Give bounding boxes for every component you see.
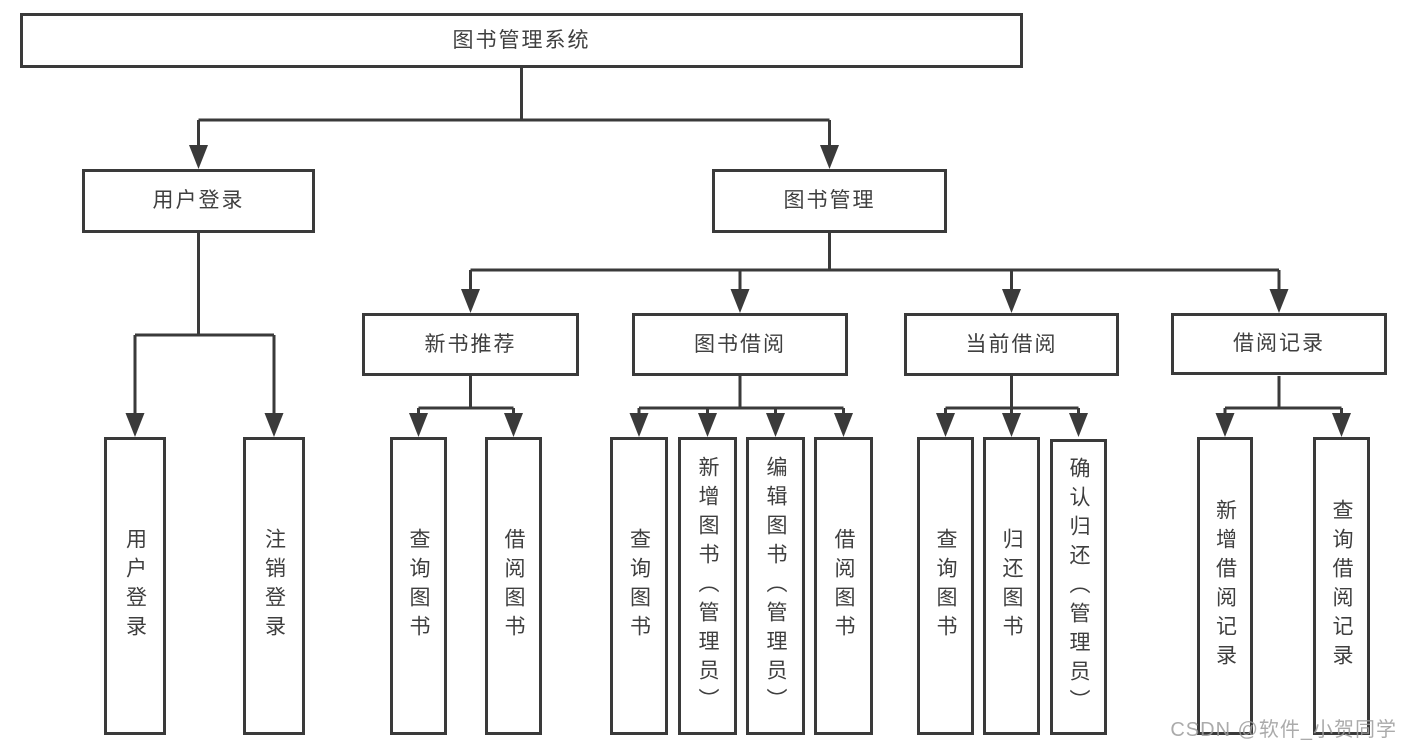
node-user-login: 用户登录 — [82, 169, 315, 233]
node-current-borrow: 当前借阅 — [904, 313, 1119, 376]
node-borrow-records: 借阅记录 — [1171, 313, 1387, 375]
node-leaf-add-books-admin: 新增图书（管理员） — [678, 437, 737, 735]
node-library-management-system: 图书管理系统 — [20, 13, 1023, 68]
node-leaf-user-login: 用户登录 — [104, 437, 166, 735]
csdn-watermark: CSDN @软件_小贺同学 — [1170, 719, 1397, 741]
node-leaf-edit-books-admin: 编辑图书（管理员） — [746, 437, 805, 735]
node-new-book-recommend: 新书推荐 — [362, 313, 579, 376]
node-leaf-query-books-3: 查询图书 — [917, 437, 974, 735]
node-leaf-borrow-books-1: 借阅图书 — [485, 437, 542, 735]
node-book-management: 图书管理 — [712, 169, 947, 233]
node-leaf-borrow-books-2: 借阅图书 — [814, 437, 873, 735]
node-book-borrow: 图书借阅 — [632, 313, 848, 376]
node-leaf-query-books-1: 查询图书 — [390, 437, 447, 735]
node-leaf-return-books: 归还图书 — [983, 437, 1040, 735]
node-leaf-logout: 注销登录 — [243, 437, 305, 735]
node-leaf-confirm-return-admin: 确认归还（管理员） — [1050, 439, 1107, 735]
node-leaf-add-borrow-record: 新增借阅记录 — [1197, 437, 1253, 735]
node-leaf-query-books-2: 查询图书 — [610, 437, 668, 735]
node-leaf-query-borrow-record: 查询借阅记录 — [1313, 437, 1370, 735]
arrowheads — [125, 145, 1351, 437]
